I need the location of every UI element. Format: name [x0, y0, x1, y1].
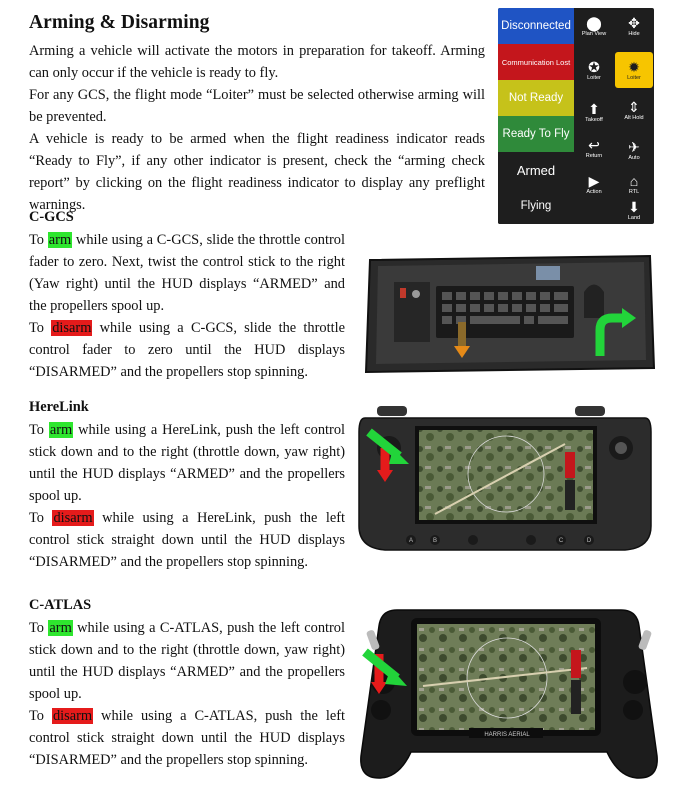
return-icon: ↩ — [588, 137, 600, 153]
tool-label: Action — [586, 189, 602, 195]
loiter-tool-active: ✹ Loiter — [615, 52, 653, 88]
text-run: To — [29, 510, 53, 526]
right-stick-icon — [623, 670, 647, 694]
loiter-tool: ✪ Loiter — [575, 52, 613, 88]
text-run: while using a C-GCS, slide the throttle … — [29, 232, 345, 314]
status-ready-to-fly: Ready To Fly — [498, 116, 574, 152]
text-run: while using a C-GCS, slide the throttle … — [29, 320, 345, 380]
text-run: To — [29, 422, 49, 438]
cgcs-arm-paragraph: To arm while using a C-GCS, slide the th… — [29, 229, 345, 317]
tool-label: Auto — [628, 155, 640, 161]
intro-paragraph: For any GCS, the flight mode “Loiter” mu… — [29, 87, 485, 125]
herelink-arm-paragraph: To arm while using a HereLink, push the … — [29, 419, 345, 507]
status-indicator-list: Disconnected Communication Lost Not Read… — [498, 8, 574, 224]
arm-keyword: arm — [48, 620, 73, 636]
status-disconnected: Disconnected — [498, 8, 574, 44]
text-run: To — [29, 620, 49, 636]
hide-tool: ✥ Hide — [615, 8, 653, 44]
auto-icon: ✈ — [628, 139, 640, 155]
catlas-disarm-paragraph: To disarm while using a C-ATLAS, push th… — [29, 705, 345, 771]
button-d-label: D — [587, 538, 592, 544]
status-flying: Flying — [498, 188, 574, 224]
text-run: To — [29, 320, 52, 336]
harris-aerial-logo-text: HARRIS AERIAL — [484, 732, 530, 738]
cgcs-disarm-paragraph: To disarm while using a C-GCS, slide the… — [29, 317, 345, 383]
tool-label: Alt Hold — [624, 115, 644, 121]
loiter-icon: ✪ — [588, 59, 600, 75]
catlas-controller-image: HARRIS AERIAL — [360, 609, 658, 779]
herelink-disarm-paragraph: To disarm while using a HereLink, push t… — [29, 507, 345, 573]
takeoff-icon: ⬆ — [588, 101, 600, 117]
land-icon: ⬇ — [628, 199, 640, 215]
tool-label: Plan View — [581, 31, 607, 37]
tool-label: Return — [585, 153, 603, 159]
arm-keyword: arm — [47, 232, 73, 248]
text-run: To — [29, 708, 52, 724]
section-heading-catlas: C-ATLAS — [29, 597, 92, 613]
drone-icon: ✥ — [628, 15, 640, 31]
status-armed: Armed — [498, 152, 574, 188]
text-run: while using a C-ATLAS, push the left con… — [29, 708, 346, 768]
tool-label: Loiter — [627, 75, 641, 81]
cgcs-controller-image — [364, 254, 656, 374]
disarm-keyword: disarm — [52, 510, 94, 526]
action-tool: ▶ Action — [575, 166, 613, 202]
map-pin-icon: ⬤ — [586, 15, 602, 31]
tool-label: Land — [627, 215, 641, 221]
alt-hold-tool: ⇕ Alt Hold — [615, 92, 653, 128]
tool-label: Hide — [628, 31, 640, 37]
toolbar-strip: ⬤ Plan View ✥ Hide ✪ Loiter ✹ Loiter ⬆ T… — [575, 8, 654, 224]
arm-keyword: arm — [48, 422, 74, 438]
alt-hold-icon: ⇕ — [628, 99, 640, 115]
loiter-active-icon: ✹ — [628, 59, 640, 75]
tool-label: Loiter — [587, 75, 601, 81]
auto-tool: ✈ Auto — [615, 132, 653, 168]
yaw-right-arrow-icon — [595, 313, 624, 356]
text-run: while using a C-ATLAS, push the left con… — [29, 620, 346, 702]
herelink-controller-image: A B C D — [358, 406, 652, 551]
takeoff-tool: ⬆ Takeoff — [575, 94, 613, 130]
power-icon — [468, 535, 478, 545]
tool-label: RTL — [628, 189, 640, 195]
intro-text: Arming a vehicle will activate the motor… — [29, 40, 485, 216]
cgcs-screen — [536, 266, 560, 280]
button-a-label: A — [409, 538, 413, 544]
rtl-tool: ⌂ RTL — [615, 166, 653, 202]
disarm-keyword: disarm — [51, 708, 94, 724]
text-run: To — [29, 232, 48, 248]
throttle-arrow-icon — [454, 346, 470, 358]
text-run: while using a HereLink, push the left co… — [29, 510, 346, 570]
play-icon: ▶ — [588, 173, 600, 189]
land-tool: ⬇ Land — [615, 192, 653, 224]
intro-paragraph: Arming a vehicle will activate the motor… — [29, 43, 485, 81]
tool-label: Takeoff — [585, 117, 603, 123]
page-title: Arming & Disarming — [29, 12, 210, 33]
button-b-label: B — [433, 538, 437, 544]
section-heading-cgcs: C-GCS — [29, 209, 74, 225]
section-heading-herelink: HereLink — [29, 399, 89, 415]
return-tool: ↩ Return — [575, 130, 613, 166]
status-not-ready: Not Ready — [498, 80, 574, 116]
disarm-keyword: disarm — [51, 320, 93, 336]
rtl-icon: ⌂ — [629, 173, 639, 189]
plan-view-tool: ⬤ Plan View — [575, 8, 613, 44]
text-run: while using a HereLink, push the left co… — [29, 422, 346, 504]
status-communication-lost: Communication Lost — [498, 44, 574, 80]
button-c-label: C — [559, 538, 564, 544]
camera-icon — [526, 535, 536, 545]
catlas-arm-paragraph: To arm while using a C-ATLAS, push the l… — [29, 617, 345, 705]
intro-paragraph: A vehicle is ready to be armed when the … — [29, 131, 485, 213]
flight-readiness-panel: Disconnected Communication Lost Not Read… — [498, 8, 654, 224]
